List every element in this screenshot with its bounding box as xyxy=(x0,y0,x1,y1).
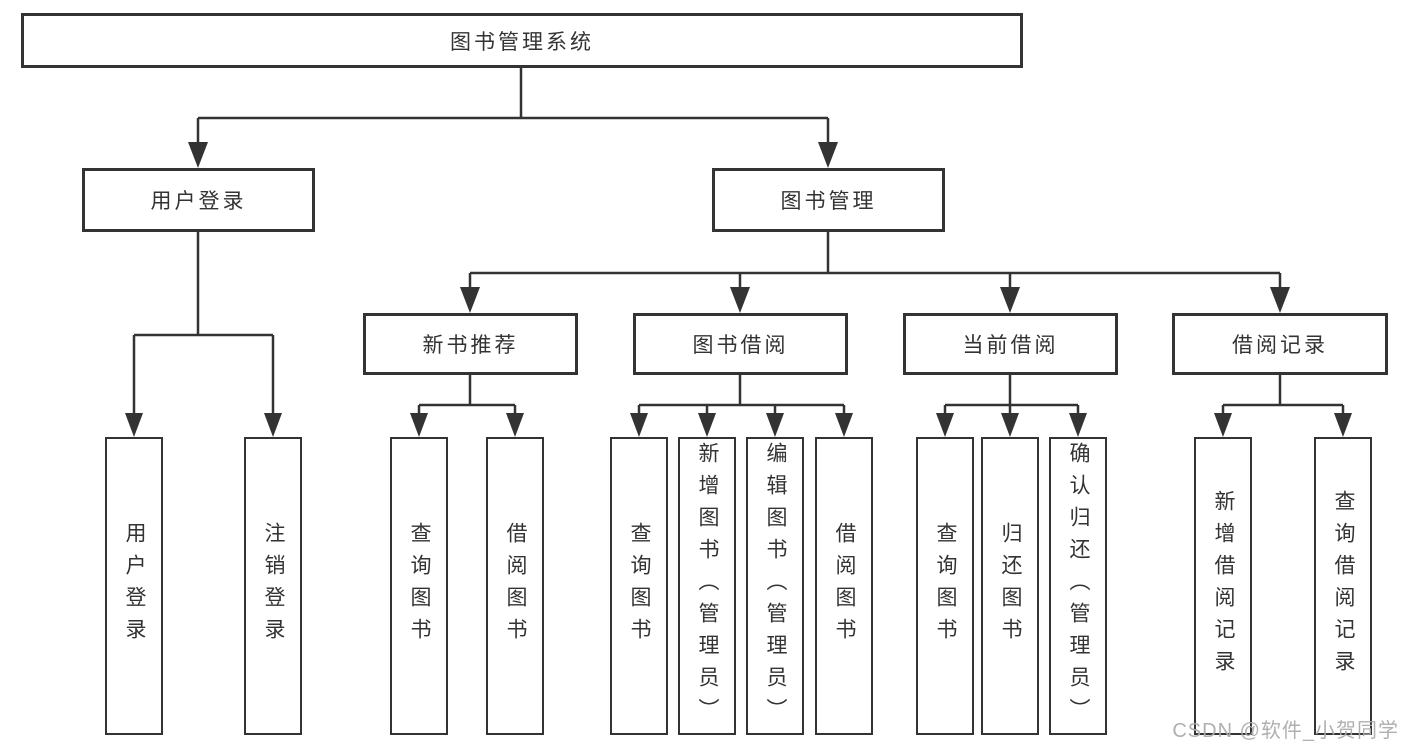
arrowhead-down xyxy=(630,413,648,437)
arrowhead-down xyxy=(835,413,853,437)
node-current-borrowing: 当前借阅 xyxy=(903,313,1118,375)
arrowhead-down xyxy=(460,287,480,313)
leaf-logout-login: 注销登录 xyxy=(244,437,302,735)
connector-user-login xyxy=(125,232,282,437)
leaf-edit-books-admin: 编辑图书（管理员） xyxy=(746,437,804,735)
arrowhead-down xyxy=(264,413,282,437)
leaf-query-books-current: 查询图书 xyxy=(916,437,974,735)
arrowhead-down xyxy=(1001,413,1019,437)
connector-line xyxy=(637,375,846,416)
arrowhead-down xyxy=(188,142,208,168)
connector-line xyxy=(132,232,275,416)
leaf-add-borrow-record: 新增借阅记录 xyxy=(1194,437,1252,735)
arrowhead-down xyxy=(1214,413,1232,437)
arrowhead-down xyxy=(1334,413,1352,437)
connector-current-borrowing xyxy=(936,375,1087,437)
leaf-confirm-return-admin: 确认归还（管理员） xyxy=(1049,437,1107,735)
arrowhead-down xyxy=(698,413,716,437)
node-new-book-recommendation: 新书推荐 xyxy=(363,313,578,375)
arrowhead-down xyxy=(818,142,838,168)
watermark-csdn: CSDN @软件_小贺同学 xyxy=(1172,720,1399,742)
connector-line xyxy=(1221,375,1345,416)
arrowhead-down xyxy=(730,287,750,313)
leaf-query-books-recommend: 查询图书 xyxy=(390,437,448,735)
leaf-borrow-books-borrowing: 借阅图书 xyxy=(815,437,873,735)
arrowhead-down xyxy=(410,413,428,437)
node-book-management: 图书管理 xyxy=(712,168,945,232)
node-user-login: 用户登录 xyxy=(82,168,315,232)
leaf-user-login: 用户登录 xyxy=(105,437,163,735)
connector-line xyxy=(196,68,830,146)
leaf-query-books-borrowing: 查询图书 xyxy=(610,437,668,735)
node-root: 图书管理系统 xyxy=(21,13,1023,68)
leaf-borrow-books-recommend: 借阅图书 xyxy=(486,437,544,735)
connector-book-borrowing xyxy=(630,375,853,437)
arrowhead-down xyxy=(936,413,954,437)
leaf-add-books-admin: 新增图书（管理员） xyxy=(678,437,736,735)
arrowhead-down xyxy=(506,413,524,437)
arrowhead-down xyxy=(1069,413,1087,437)
connector-line xyxy=(943,375,1080,416)
leaf-query-borrow-record: 查询借阅记录 xyxy=(1314,437,1372,735)
node-book-borrowing: 图书借阅 xyxy=(633,313,848,375)
arrowhead-down xyxy=(766,413,784,437)
connector-line xyxy=(417,375,517,416)
leaf-return-books: 归还图书 xyxy=(981,437,1039,735)
arrowhead-down xyxy=(1270,287,1290,313)
connector-borrowing-records xyxy=(1214,375,1352,437)
arrowhead-down xyxy=(1000,287,1020,313)
connector-line xyxy=(468,232,1282,290)
connector-book-management xyxy=(460,232,1290,313)
connector-new-book-recommendation xyxy=(410,375,524,437)
arrowhead-down xyxy=(125,413,143,437)
node-borrowing-records: 借阅记录 xyxy=(1172,313,1388,375)
connector-root xyxy=(188,68,838,168)
